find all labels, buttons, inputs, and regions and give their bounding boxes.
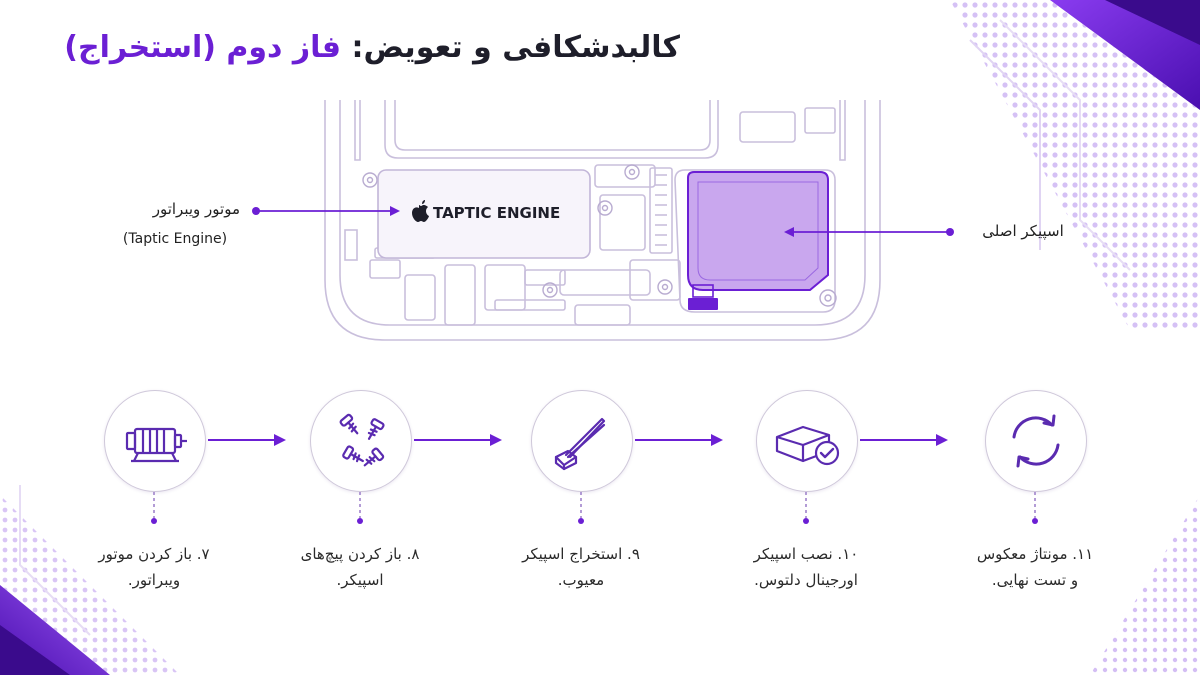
step-1-line1: ۷. باز کردن موتور xyxy=(98,545,210,563)
step-arrow-3 xyxy=(635,434,723,446)
callout-taptic-sublabel: (Taptic Engine) xyxy=(122,231,228,247)
step-1-caption: ۷. باز کردن موتور ویبراتور. xyxy=(59,541,249,593)
step-4-circle xyxy=(756,390,858,492)
callout-speaker-label: اسپیکر اصلی xyxy=(982,222,1064,240)
screws-icon xyxy=(339,413,385,467)
callout-taptic-label: موتور ویبراتور xyxy=(152,200,240,218)
speaker-module xyxy=(687,171,829,291)
tweezers-icon xyxy=(554,417,606,471)
phone-schematic: TAPTIC ENGINE xyxy=(324,100,881,341)
box-check-icon xyxy=(775,425,840,466)
step-4-caption: ۱۰. نصب اسپیکر اورجینال دلتوس. xyxy=(711,541,901,593)
refresh-icon xyxy=(1012,414,1060,468)
step-5-line1: ۱۱. مونتاژ معکوس xyxy=(976,545,1094,563)
callout-taptic-arrow xyxy=(252,206,400,216)
callout-speaker-arrow xyxy=(784,227,954,237)
step-2-line2: اسپیکر. xyxy=(336,571,384,589)
step-3-circle xyxy=(531,390,633,492)
step-2-caption: ۸. باز کردن پیچ‌های اسپیکر. xyxy=(265,541,455,593)
display-bracket xyxy=(384,100,719,159)
step-5-circle xyxy=(985,390,1087,492)
top-right-decoration xyxy=(950,0,1200,330)
taptic-engine-label: TAPTIC ENGINE xyxy=(433,204,560,222)
apple-logo-icon xyxy=(412,200,429,222)
step-4-line2: اورجینال دلتوس. xyxy=(754,571,858,589)
step-3-line2: معیوب. xyxy=(557,571,605,589)
bottom-right-decoration xyxy=(1090,495,1200,675)
step-1-circle xyxy=(104,390,206,492)
step-2-line1: ۸. باز کردن پیچ‌های xyxy=(300,545,420,563)
step-2-circle xyxy=(310,390,412,492)
title-prefix: کالبدشکافی و تعویض: xyxy=(351,30,681,65)
bottom-left-decoration xyxy=(0,485,180,675)
step-4-line1: ۱۰. نصب اسپیکر xyxy=(753,545,859,563)
title-highlight: فاز دوم (استخراج) xyxy=(64,30,342,65)
step-3-caption: ۹. استخراج اسپیکر معیوب. xyxy=(486,541,676,593)
step-3-line1: ۹. استخراج اسپیکر xyxy=(522,545,640,563)
speaker-connector xyxy=(688,298,718,310)
step-1-line2: ویبراتور. xyxy=(127,571,181,589)
page-title: کالبدشکافی و تعویض: فاز دوم (استخراج) xyxy=(64,30,681,65)
taptic-engine-block xyxy=(377,169,591,259)
phone-frame-outer xyxy=(324,100,881,341)
step-5-caption: ۱۱. مونتاژ معکوس و تست نهایی. xyxy=(940,541,1130,593)
step-arrow-1 xyxy=(208,434,286,446)
step-5-line2: و تست نهایی. xyxy=(991,571,1079,589)
step-arrow-4 xyxy=(860,434,948,446)
motor-icon xyxy=(125,427,187,463)
step-arrow-2 xyxy=(414,434,502,446)
step-connectors xyxy=(151,492,1038,524)
